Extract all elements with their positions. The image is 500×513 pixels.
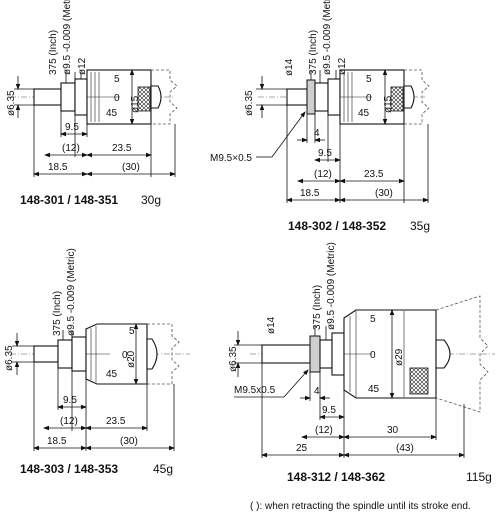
thimble-diameter-label: ø20 [126,350,137,368]
dim-43: (43) [396,443,414,454]
thimble-scale-5: 5 [366,74,372,85]
thimble-cap [150,85,162,109]
nut-diameter-label: ø14 [284,58,295,76]
dim-12: (12) [314,169,332,180]
weight-label: 45g [153,462,173,476]
stem-inch-label: 375 (Inch) [312,285,323,330]
thimble-diameter-label: ø15 [383,95,394,113]
dim-12: (12) [60,416,78,427]
ratchet-knurl [390,86,404,112]
thimble-scale-45: 45 [106,369,118,380]
thread-label: M9.5×0.5 [210,153,252,164]
ratchet-knurl [409,367,429,395]
dim-12: (12) [315,425,333,436]
weight-label: 30g [141,193,161,207]
view-148-301: 5 0 45 ø6.35 375 (Inch) ø9.5 -0.009 (Met… [6,0,178,207]
dim-4: 4 [314,386,320,397]
stem-inch-label: 375 (Inch) [308,30,319,75]
thimble-scale-5: 5 [370,314,376,325]
retraction-note: ( ): when retracting the spindle until i… [250,501,471,512]
thimble-cap [146,338,158,370]
stem-inch-label: 375 (Inch) [48,30,59,75]
dim-18-5: 18.5 [47,436,67,447]
thimble-scale-0: 0 [366,93,372,104]
view-148-302: 5 0 45 ø6.35 ø14 375 (Inch) ø9.5 -0.009 … [210,0,430,233]
thimble-cap [403,85,415,109]
dim-12: (12) [62,143,80,154]
thimble-scale-0: 0 [370,350,376,361]
stem [57,339,73,369]
sleeve [327,78,341,116]
model-number: 148-302 / 148-352 [288,219,386,233]
thimble-diameter-label: ø15 [130,95,141,113]
spindle-diameter-label: ø6.35 [228,346,239,372]
spindle-diameter-label: ø6.35 [4,345,15,371]
dim-23-5: 23.5 [364,169,384,180]
thread-label: M9.5x0.5 [234,385,276,396]
thimble-scale-45: 45 [358,108,370,119]
dim-9-5: 9.5 [318,148,332,159]
dim-25: 25 [296,443,308,454]
thimble-diameter-label: ø29 [394,348,405,366]
dim-9-5: 9.5 [63,395,77,406]
stem-inch-label: 375 (Inch) [52,291,63,336]
nut-diameter-label: ø14 [266,316,277,334]
stem-metric-label: ø9.5 -0.009 (Metric) [66,248,77,336]
model-number: 148-303 / 148-353 [20,462,118,476]
stem [60,82,76,112]
thimble-scale-45: 45 [106,108,118,119]
view-148-303: 5 0 45 ø6.35 375 (Inch) ø9.5 -0.009 (Met… [4,248,190,476]
spindle [33,88,62,106]
spindle-diameter-label: ø6.35 [6,90,17,116]
dim-18-5: 18.5 [48,162,68,173]
thimble-scale-45: 45 [368,384,380,395]
dim-30: (30) [375,188,393,199]
dim-18-5: 18.5 [300,188,320,199]
stem [314,82,329,112]
dim-30: 30 [387,425,399,436]
thimble-scale-0: 0 [114,93,120,104]
stem [319,339,333,369]
weight-label: 35g [410,219,430,233]
dim-4: 4 [314,128,320,139]
dim-23-5: 23.5 [112,143,132,154]
dim-9-5: 9.5 [65,122,79,133]
dim-30: (30) [122,162,140,173]
thimble-scale-0: 0 [122,350,128,361]
spindle [33,345,59,363]
spindle [286,88,308,106]
clamp-nut [306,79,316,115]
thimble-scale-5: 5 [114,74,120,85]
dim-30: (30) [120,436,138,447]
sleeve-diameter-label: ø12 [77,57,88,75]
dim-9-5: 9.5 [322,405,336,416]
thimble-cap [435,339,451,369]
model-number: 148-301 / 148-351 [20,193,118,207]
stem-metric-label: ø9.5 -0.009 (Metric) [326,242,337,330]
sleeve [331,332,345,376]
model-number: 148-312 / 148-362 [287,470,385,484]
thimble-scale-5: 5 [129,326,135,337]
spindle-diameter-label: ø6.35 [244,90,255,116]
clamp-nut [309,335,321,373]
spindle [261,344,311,364]
stem-metric-label: ø9.5 -0.009 (Metric) [322,0,333,75]
view-148-312: 5 0 45 ø6.35 ø14 375 (Inch) ø9.5 -0.009 … [228,242,495,484]
sleeve [71,336,87,372]
sleeve [74,78,88,116]
weight-label: 115g [466,470,492,484]
dim-23-5: 23.5 [106,416,126,427]
sleeve-diameter-label: ø12 [337,57,348,75]
ratchet-knurl [137,86,151,112]
stem-metric-label: ø9.5 -0.009 (Metric) [62,0,73,75]
